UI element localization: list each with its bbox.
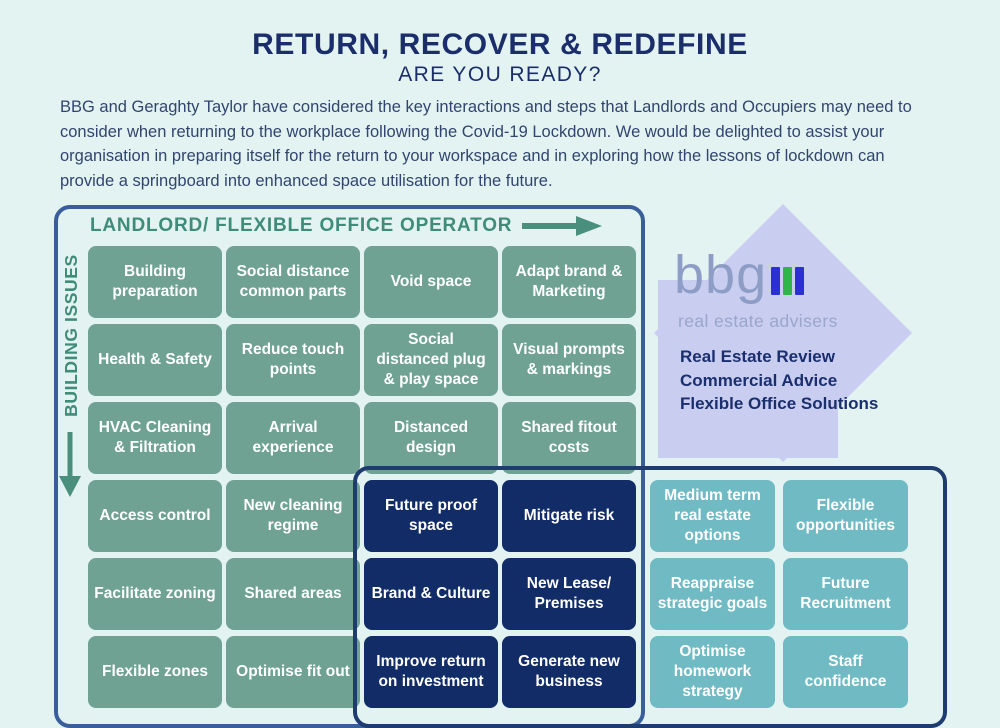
landlord-header: LANDLORD/ FLEXIBLE OFFICE OPERATOR: [90, 215, 603, 237]
landlord-grid: Building preparation Social distance com…: [88, 246, 636, 708]
grid-cell: Medium term real estate options: [650, 480, 775, 552]
grid-cell: Future Recruitment: [783, 558, 908, 630]
grid-cell: Social distanced plug & play space: [364, 324, 498, 396]
grid-cell: Void space: [364, 246, 498, 318]
bbg-bar-blue: [771, 267, 780, 295]
grid-cell: Arrival experience: [226, 402, 360, 474]
right-arrow-icon: [522, 216, 603, 236]
bbg-service: Commercial Advice: [680, 370, 838, 390]
grid-cell: Generate new business: [502, 636, 636, 708]
grid-cell: Shared areas: [226, 558, 360, 630]
grid-cell: Optimise fit out: [226, 636, 360, 708]
intro-paragraph: BBG and Geraghty Taylor have considered …: [60, 98, 912, 190]
bbg-wordmark: bbg: [674, 245, 768, 305]
grid-cell: Flexible zones: [88, 636, 222, 708]
grid-cell: Distanced design: [364, 402, 498, 474]
page-title: RETURN, RECOVER & REDEFINE: [252, 28, 748, 61]
bbg-logo-bars-icon: [771, 267, 804, 295]
grid-cell: New cleaning regime: [226, 480, 360, 552]
grid-cell: Access control: [88, 480, 222, 552]
grid-cell: Shared fitout costs: [502, 402, 636, 474]
grid-cell: Flexible opportunities: [783, 480, 908, 552]
grid-cell: Visual prompts & markings: [502, 324, 636, 396]
grid-cell: New Lease/ Premises: [502, 558, 636, 630]
grid-cell: Mitigate risk: [502, 480, 636, 552]
page-subtitle: ARE YOU READY?: [398, 63, 602, 86]
down-arrow-icon: [59, 432, 81, 503]
grid-cell: Facilitate zoning: [88, 558, 222, 630]
building-issues-label: BUILDING ISSUES: [60, 253, 81, 417]
bbg-bar-blue: [795, 267, 804, 295]
bbg-tagline: real estate advisers: [678, 311, 838, 331]
grid-cell: Reduce touch points: [226, 324, 360, 396]
bbg-bar-green: [783, 267, 792, 295]
grid-cell: Health & Safety: [88, 324, 222, 396]
landlord-header-label: LANDLORD/ FLEXIBLE OFFICE OPERATOR: [90, 215, 513, 236]
grid-cell: Brand & Culture: [364, 558, 498, 630]
grid-cell: Reappraise strategic goals: [650, 558, 775, 630]
grid-cell: Improve return on investment: [364, 636, 498, 708]
bbg-service: Real Estate Review: [680, 347, 835, 366]
grid-cell: Future proof space: [364, 480, 498, 552]
grid-cell: Social distance common parts: [226, 246, 360, 318]
bbg-services-list: Real Estate Review Commercial Advice Fle…: [680, 345, 878, 416]
grid-cell: Staff confidence: [783, 636, 908, 708]
grid-cell: HVAC Cleaning & Filtration: [88, 402, 222, 474]
occupier-grid: Medium term real estate options Flexible…: [650, 480, 908, 708]
grid-cell: Adapt brand & Marketing: [502, 246, 636, 318]
grid-cell: Building preparation: [88, 246, 222, 318]
bbg-service: Flexible Office Solutions: [680, 394, 879, 413]
grid-cell: Optimise homework strategy: [650, 636, 775, 708]
